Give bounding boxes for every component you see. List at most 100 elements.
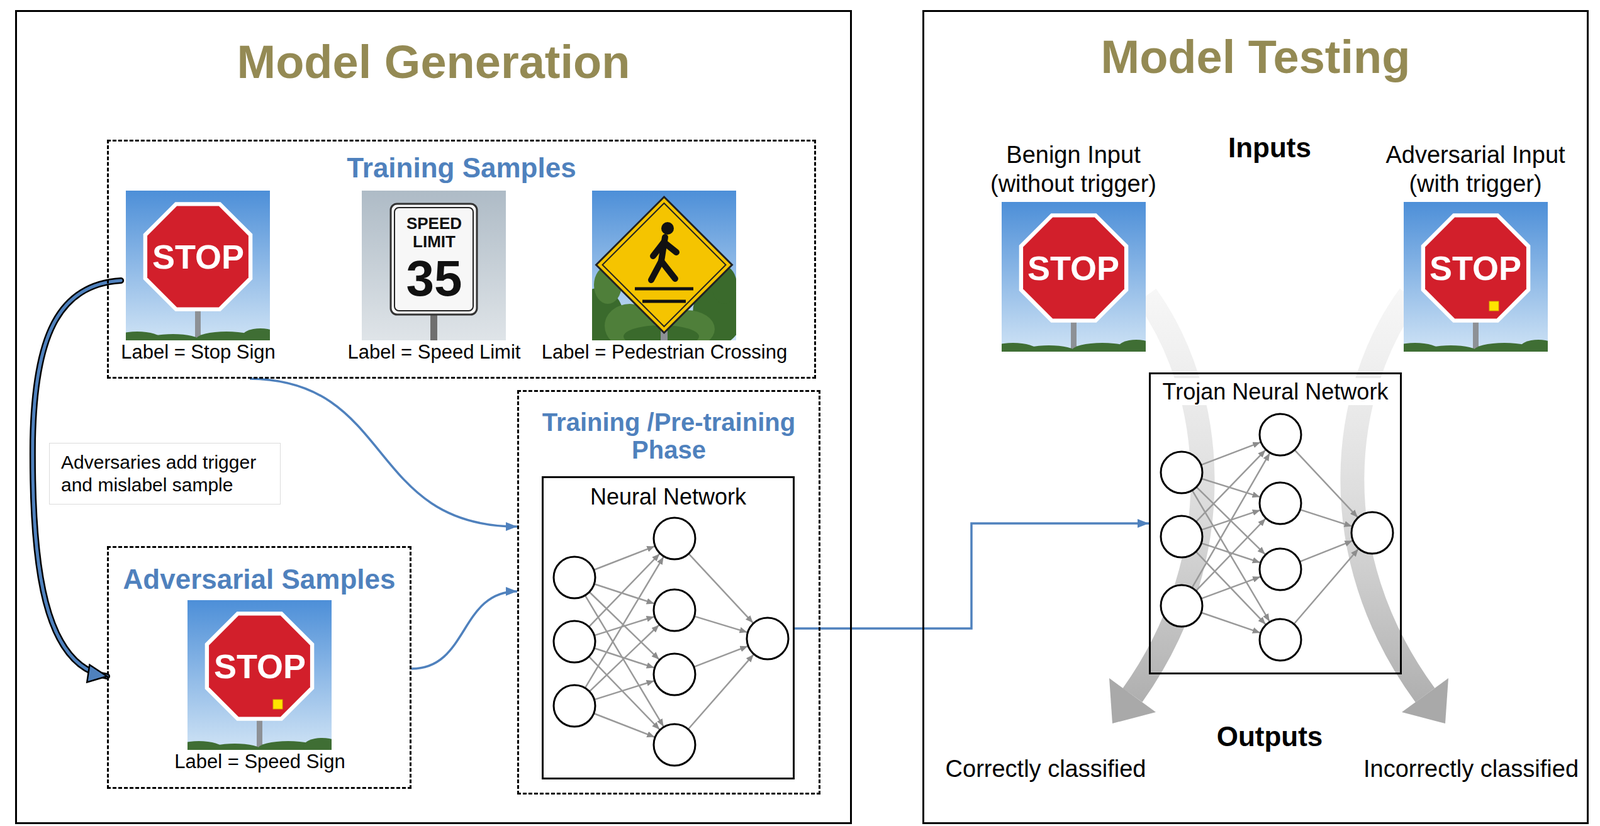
tree xyxy=(241,328,270,341)
flow-arrow xyxy=(1352,295,1426,696)
synapse-line xyxy=(588,553,660,627)
neuron xyxy=(746,617,789,660)
synapse-line xyxy=(593,546,655,571)
input-label: Benign Input (without trigger) xyxy=(977,140,1170,199)
group-title: Training Samples xyxy=(108,151,815,185)
flow-arrowhead xyxy=(1109,678,1156,724)
walker-head xyxy=(661,222,674,235)
synapse-line xyxy=(1299,541,1353,562)
synapse-line xyxy=(585,595,664,727)
section-panel: Model GenerationTraining SamplesSTOP Labe… xyxy=(15,10,852,825)
synapse-line xyxy=(589,625,660,693)
sign-image: SPEED LIMIT35 xyxy=(361,190,506,341)
synapse-line xyxy=(1299,509,1352,527)
synapse-line xyxy=(1201,542,1260,563)
sign-text: 35 xyxy=(361,253,506,304)
sample-label: Label = Stop Sign xyxy=(120,340,276,364)
sample-label: Label = Pedestrian Crossing xyxy=(541,340,788,364)
output-label: Incorrectly classified xyxy=(1363,755,1579,784)
sign-inner-border xyxy=(602,203,727,327)
tree xyxy=(1519,339,1548,352)
input-card: Adversarial Input (with trigger) STOP xyxy=(1379,140,1572,352)
connector-line xyxy=(249,378,518,527)
connector xyxy=(249,378,518,527)
neuron xyxy=(653,724,696,766)
synapse-line xyxy=(585,556,664,688)
section-title: Model Generation xyxy=(16,34,851,91)
synapse-line xyxy=(1201,478,1261,498)
sky xyxy=(187,600,332,750)
synapse-line xyxy=(694,616,748,633)
synapse-line xyxy=(1201,612,1261,633)
input-card: Benign Input (without trigger)STOP xyxy=(977,140,1170,352)
network-title: Neural Network xyxy=(586,483,750,511)
group-title: Adversarial Samples xyxy=(108,563,410,597)
sample-label: Label = Speed Limit xyxy=(347,340,521,364)
neuron xyxy=(1259,548,1302,591)
trigger-patch xyxy=(1489,301,1499,311)
sign-image xyxy=(592,190,737,341)
sign-text: STOP xyxy=(1403,251,1548,286)
synapse-line xyxy=(693,646,749,667)
tree xyxy=(1022,345,1076,352)
sign-text: SPEED LIMIT xyxy=(399,214,469,251)
crossing-sign xyxy=(596,196,733,333)
sign-image: STOP xyxy=(1403,201,1548,352)
sign-image: STOP xyxy=(125,190,270,341)
neuron xyxy=(1160,585,1203,627)
dashed-group: Training SamplesSTOP Label = Stop Sign SPE… xyxy=(106,139,817,379)
synapse-line xyxy=(1196,449,1266,522)
flow-arrow xyxy=(1132,295,1203,696)
neuron xyxy=(553,685,596,727)
synapse-line xyxy=(588,656,660,730)
neuron xyxy=(1259,619,1302,661)
sky xyxy=(361,190,506,341)
trigger-patch xyxy=(273,699,283,710)
connector-line xyxy=(411,591,518,669)
synapse-line xyxy=(593,713,655,738)
synapse-line xyxy=(594,616,655,636)
tree xyxy=(1424,345,1478,352)
section-title: Model Testing xyxy=(924,29,1587,86)
walker-body xyxy=(661,261,676,279)
flow-arrowhead xyxy=(1401,678,1449,724)
network-title: Trojan Neural Network xyxy=(1158,378,1393,406)
sign-text: STOP xyxy=(125,239,270,274)
connector-line xyxy=(794,523,1149,629)
walker-body xyxy=(663,242,677,253)
synapse-line xyxy=(688,553,754,623)
neuron xyxy=(553,556,596,599)
sky xyxy=(1403,201,1548,352)
sign-image: STOP xyxy=(187,600,332,750)
neuron xyxy=(1351,512,1394,554)
connector xyxy=(411,591,518,669)
sample-card: SPEED LIMIT35Label = Speed Limit xyxy=(347,190,521,364)
sign-text: STOP xyxy=(187,649,332,684)
neuron xyxy=(653,589,696,632)
note-box: Adversaries add trigger and mislabel sam… xyxy=(49,442,281,505)
sample-label: Label = Speed Sign xyxy=(174,749,345,774)
network-box: Neural Network xyxy=(541,476,795,780)
input-label: Adversarial Input (with trigger) xyxy=(1379,140,1572,199)
neuron xyxy=(1259,482,1302,525)
tree xyxy=(208,743,262,750)
output-label: Correctly classified xyxy=(945,755,1147,784)
neuron xyxy=(1160,451,1203,494)
neuron xyxy=(653,653,696,696)
synapse-line xyxy=(688,654,754,730)
synapse-line xyxy=(1294,449,1358,518)
synapse-line xyxy=(1196,519,1266,592)
neuron xyxy=(553,620,596,663)
sample-card: Label = Pedestrian Crossing xyxy=(541,190,788,364)
sky xyxy=(125,190,270,341)
dashed-group: Training /Pre-training PhaseNeural Netwo… xyxy=(517,390,821,795)
crosswalk-line xyxy=(634,287,694,291)
crosswalk-line xyxy=(642,300,686,304)
synapse-line xyxy=(1201,442,1261,465)
synapse-line xyxy=(1201,576,1261,599)
synapse-line xyxy=(1192,453,1271,588)
sky xyxy=(1001,201,1146,352)
dashed-group: Adversarial SamplesSTOP Label = Speed Sig… xyxy=(106,546,412,789)
section-label: Inputs xyxy=(1228,131,1312,165)
neuron xyxy=(1259,413,1302,456)
